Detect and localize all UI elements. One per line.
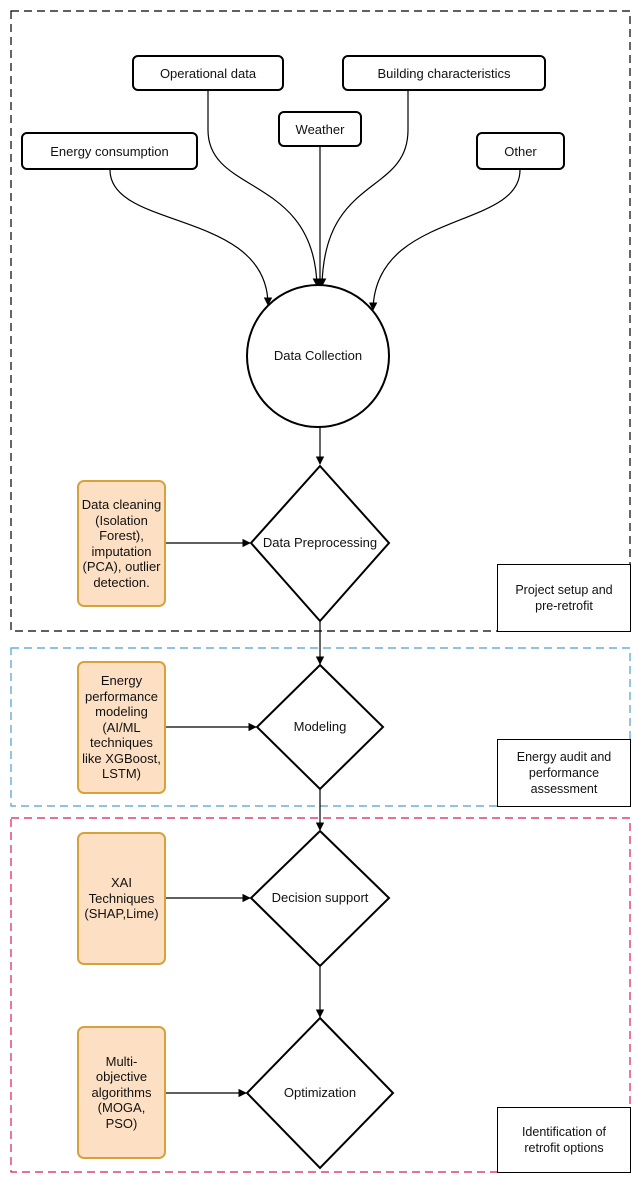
- optimization-node: [245, 1016, 395, 1170]
- source-other: Other: [476, 132, 565, 170]
- phase-label-audit: Energy audit and performance assessment: [497, 739, 631, 807]
- edge-other-to-collection: [368, 169, 521, 311]
- source-energy-consumption: Energy consumption: [21, 132, 198, 170]
- data-preprocessing-label: Data Preprocessing: [262, 535, 378, 551]
- modeling-node: [255, 663, 385, 791]
- data-preprocessing-node: [249, 464, 391, 623]
- data-collection-node: [246, 284, 390, 428]
- decision-support-node: [249, 829, 391, 968]
- modeling-label: Modeling: [293, 719, 347, 735]
- phase-label-retrofit: Identification of retrofit options: [497, 1107, 631, 1173]
- edge-energy-to-collection: [109, 169, 273, 306]
- source-operational-data: Operational data: [132, 55, 284, 91]
- phase-retrofit-boundary: [10, 817, 631, 1173]
- source-building-characteristics: Building characteristics: [342, 55, 546, 91]
- technique-data-cleaning: Data cleaning (Isolation Forest), imputa…: [77, 480, 166, 607]
- data-collection-label: Data Collection: [273, 348, 363, 364]
- source-weather: Weather: [278, 111, 362, 147]
- edge-building-to-collection: [317, 90, 409, 287]
- edge-operational-to-collection: [207, 90, 321, 287]
- technique-energy-modeling: Energy performance modeling (AI/ML techn…: [77, 661, 166, 794]
- decision-support-label: Decision support: [271, 890, 369, 906]
- technique-multi-objective: Multi-objective algorithms (MOGA, PSO): [77, 1026, 166, 1159]
- technique-xai: XAI Techniques (SHAP,Lime): [77, 832, 166, 965]
- phase-label-setup: Project setup and pre-retrofit: [497, 564, 631, 632]
- optimization-label: Optimization: [283, 1085, 357, 1101]
